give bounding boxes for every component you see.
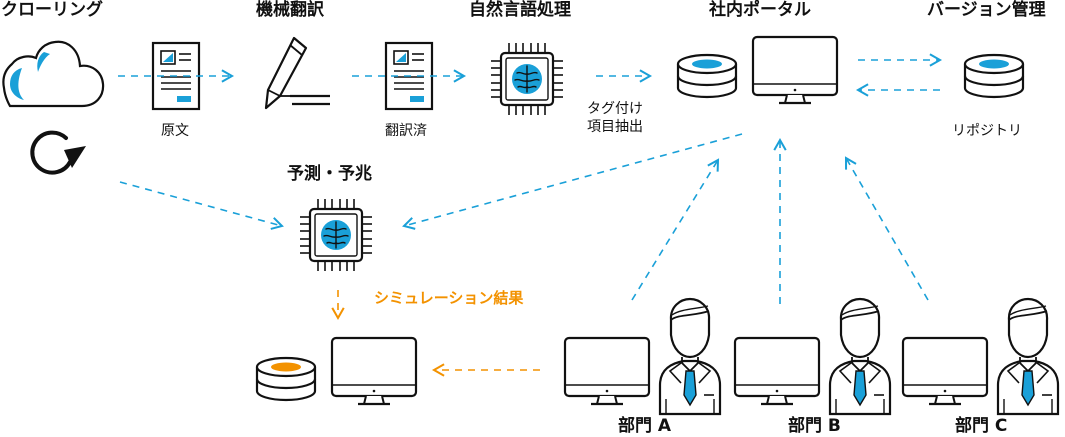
- arrow-crawl-to-prediction: [119, 181, 284, 230]
- simulation-monitor-icon: [330, 336, 418, 406]
- department-c-workstation: [901, 297, 1060, 416]
- arrow-portal-to-prediction: [402, 133, 743, 230]
- tagging-extraction-label: タグ付け 項目抽出: [587, 101, 643, 135]
- version-control-title: バージョン管理: [927, 0, 1046, 20]
- nlp-chip-icon: [489, 41, 565, 117]
- department-c-label: 部門 C: [955, 416, 1008, 436]
- portal-monitor-icon: [751, 35, 839, 105]
- repository-database-icon: [963, 53, 1025, 99]
- nlp-title: 自然言語処理: [469, 0, 571, 20]
- department-a-label: 部門 A: [618, 416, 672, 436]
- department-monitor-icon: [733, 336, 821, 406]
- pencil-icon: [264, 36, 330, 110]
- department-b-label: 部門 B: [788, 416, 841, 436]
- department-monitor-icon: [563, 336, 651, 406]
- department-monitor-icon: [901, 336, 989, 406]
- prediction-chip-icon: [298, 197, 374, 273]
- translated-label: 翻訳済: [385, 123, 427, 139]
- department-b-workstation: [733, 297, 892, 416]
- cloud-icon: [2, 40, 105, 108]
- original-text-label: 原文: [161, 123, 189, 139]
- crawling-title: クローリング: [1, 0, 103, 20]
- simulation-database-icon: [255, 356, 317, 402]
- person-icon: [996, 297, 1060, 416]
- arrow-dept-a-to-portal: [631, 158, 720, 301]
- intranet-portal-title: 社内ポータル: [709, 0, 811, 20]
- person-icon: [828, 297, 892, 416]
- portal-database-icon: [676, 53, 738, 99]
- repository-label: リポジトリ: [952, 123, 1022, 139]
- simulation-result-label: シミュレーション結果: [374, 289, 524, 307]
- arrow-dept-c-to-portal: [844, 156, 929, 301]
- department-a-workstation: [563, 297, 722, 416]
- refresh-icon: [30, 130, 86, 175]
- prediction-title: 予測・予兆: [287, 164, 372, 184]
- machine-translation-title: 機械翻訳: [256, 0, 324, 20]
- person-icon: [658, 297, 722, 416]
